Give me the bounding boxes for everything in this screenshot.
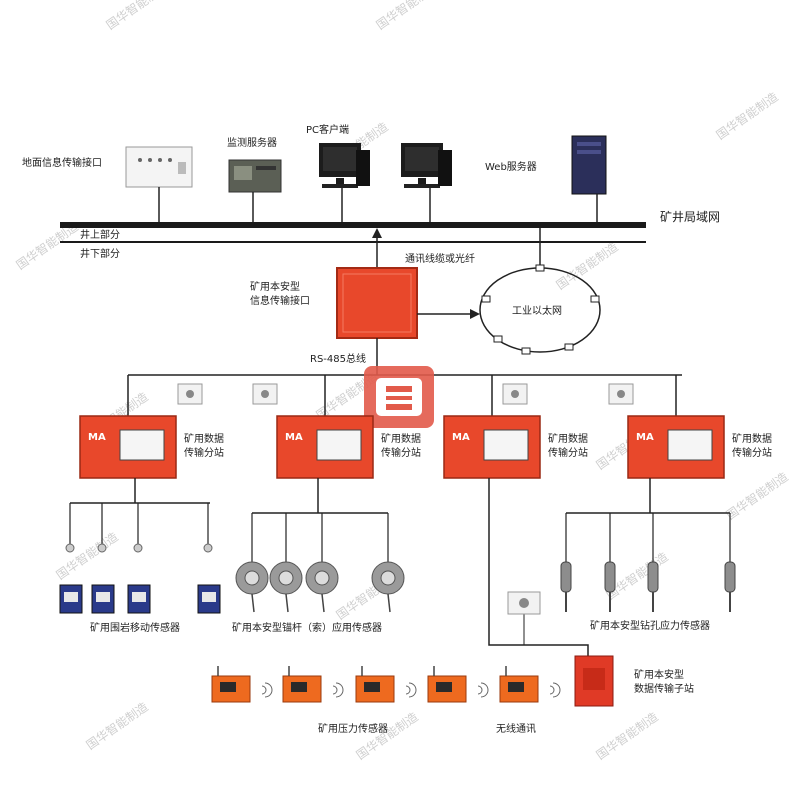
substation-label-1: 矿用数据 <box>732 432 772 445</box>
watermark-text: 国华智能制造 <box>373 0 441 32</box>
substation-label-1: 矿用数据 <box>548 432 588 445</box>
anchor-sensor <box>269 513 303 613</box>
wireless-substation-label-1: 矿用本安型 <box>634 668 684 681</box>
lan-bus <box>60 187 646 243</box>
pressure-sensor-row <box>211 666 561 703</box>
watermark-text: 国华智能制造 <box>53 529 121 583</box>
borehole-sensor-label: 矿用本安型钻孔应力传感器 <box>590 619 710 632</box>
substation-label-2: 传输分站 <box>381 446 421 459</box>
pc-icon <box>319 143 370 188</box>
pressure-sensor <box>499 666 539 703</box>
server-icon <box>228 159 282 193</box>
cable-label: 通讯线缆或光纤 <box>405 252 475 265</box>
above-ground-label: 井上部分 <box>80 228 120 241</box>
watermark-text: 国华智能制造 <box>593 709 661 763</box>
substation-badge: MA <box>452 432 470 443</box>
monitor-server-label: 监测服务器 <box>227 136 277 149</box>
displacement-sensor <box>59 503 83 614</box>
below-ground-label: 井下部分 <box>80 247 120 260</box>
wireless-branch <box>488 478 589 660</box>
anchor-sensor <box>371 513 405 613</box>
pressure-sensor-label: 矿用压力传感器 <box>318 722 388 735</box>
watermark-text: 国华智能制造 <box>103 0 171 32</box>
tower-server-icon <box>571 135 607 195</box>
displacement-sensor <box>127 503 151 614</box>
junction-box-icon <box>507 591 541 615</box>
displacement-sensor <box>91 503 115 614</box>
pressure-sensor <box>427 666 467 703</box>
borehole-sensor <box>560 513 572 612</box>
substation-label-2: 传输分站 <box>548 446 588 459</box>
borehole-sensor <box>647 513 659 612</box>
sensor-group-anchor <box>235 478 405 613</box>
substation-badge: MA <box>636 432 654 443</box>
substation-label-2: 传输分站 <box>732 446 772 459</box>
wireless-substation-label-2: 数据传输子站 <box>634 682 694 695</box>
uplink-arrow-icon <box>372 228 382 238</box>
web-server-label: Web服务器 <box>485 160 537 173</box>
wireless-wave-icon <box>261 682 273 698</box>
pc-client-label: PC客户端 <box>306 123 349 136</box>
substation-label-1: 矿用数据 <box>184 432 224 445</box>
borehole-sensor <box>724 513 736 612</box>
substation-label-1: 矿用数据 <box>381 432 421 445</box>
watermark-text: 国华智能制造 <box>353 709 421 763</box>
brand-logo <box>364 366 434 428</box>
substation-screen <box>667 429 713 461</box>
sensor-group-displacement <box>59 478 221 614</box>
wireless-substation-icon <box>574 655 614 707</box>
ethernet-ring <box>479 228 601 355</box>
substation-screen <box>119 429 165 461</box>
surface-interface-label: 地面信息传输接口 <box>22 156 102 169</box>
watermark-text: 国华智能制造 <box>713 89 781 143</box>
displacement-sensor-label: 矿用围岩移动传感器 <box>90 621 180 634</box>
displacement-sensor <box>197 503 221 614</box>
substation-badge: MA <box>88 432 106 443</box>
substation-badge: MA <box>285 432 303 443</box>
pressure-sensor <box>211 666 251 703</box>
hub-box-icon <box>336 267 418 339</box>
sensor-group-borehole <box>560 478 736 612</box>
borehole-sensor <box>604 513 616 612</box>
lan-label: 矿井局域网 <box>660 210 720 224</box>
hub-label-1: 矿用本安型 <box>250 280 300 293</box>
substation-label-2: 传输分站 <box>184 446 224 459</box>
ethernet-ring-label: 工业以太网 <box>512 304 562 317</box>
wireless-wave-icon <box>405 682 417 698</box>
wireless-comm-label: 无线通讯 <box>496 722 536 735</box>
wireless-wave-icon <box>477 682 489 698</box>
substation-screen <box>316 429 362 461</box>
pressure-sensor <box>282 666 322 703</box>
anchor-sensor <box>305 513 339 613</box>
anchor-sensor-label: 矿用本安型锚杆（索）应用传感器 <box>232 621 382 634</box>
pc-icon-2 <box>401 143 452 188</box>
wireless-wave-icon <box>332 682 344 698</box>
pressure-sensor <box>355 666 395 703</box>
ring-arrow-icon <box>470 309 480 319</box>
watermark-text: 国华智能制造 <box>83 699 151 753</box>
anchor-sensor <box>235 513 269 613</box>
hub-label-2: 信息传输接口 <box>250 294 310 307</box>
interface-box-icon <box>125 146 193 188</box>
substation-screen <box>483 429 529 461</box>
wireless-wave-icon <box>549 682 561 698</box>
rs485-label: RS-485总线 <box>310 352 366 365</box>
surface-devices: 地面信息传输接口 监测服务器 PC客户端 <box>22 123 607 195</box>
watermark-text: 国华智能制造 <box>723 469 791 523</box>
